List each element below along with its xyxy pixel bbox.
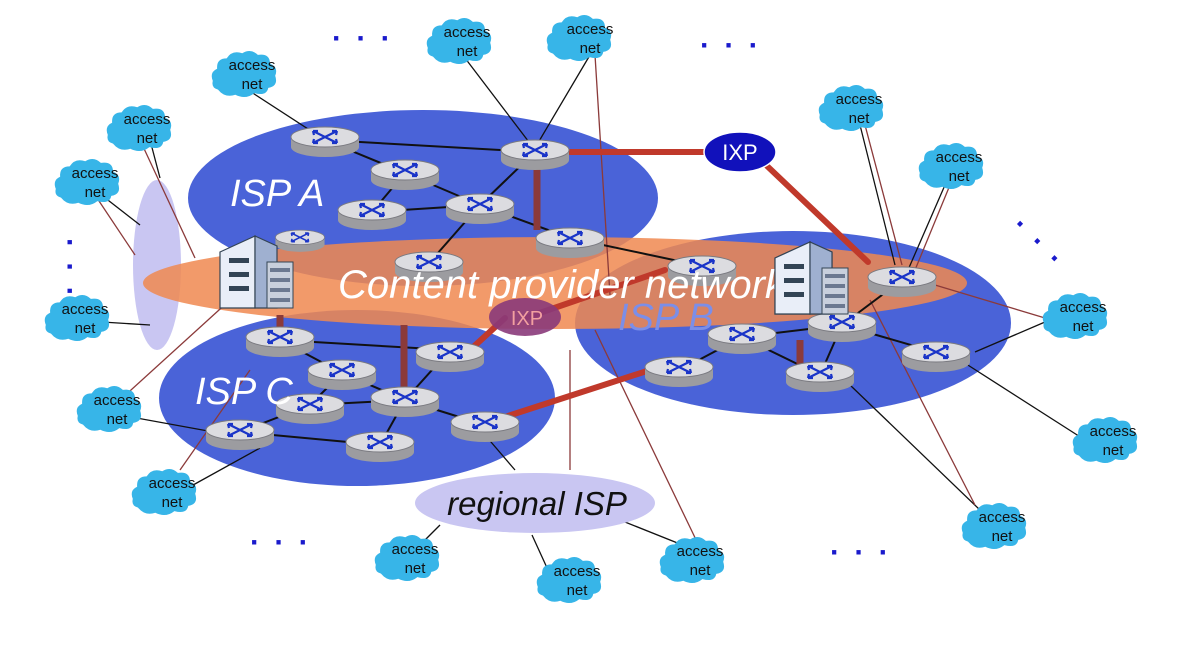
access-net: access net xyxy=(44,294,110,342)
router-icon xyxy=(866,265,938,299)
access-net-line1: access xyxy=(567,21,614,38)
ixp-top: IXP xyxy=(703,131,777,173)
access-net: access net xyxy=(106,104,172,152)
access-net: access net xyxy=(426,17,492,65)
router-icon xyxy=(369,385,441,419)
access-net-line1: access xyxy=(149,475,196,492)
access-net: access net xyxy=(1072,416,1138,464)
access-net-line1: access xyxy=(444,24,491,41)
access-net: access net xyxy=(76,385,142,433)
router-icon xyxy=(534,226,606,260)
access-net: access net xyxy=(818,84,884,132)
ixp-top-label: IXP xyxy=(722,140,757,165)
access-net-line2: net xyxy=(992,528,1014,545)
access-net: access net xyxy=(211,50,277,98)
isp-a-label: ISP A xyxy=(230,173,324,215)
access-net-line2: net xyxy=(107,411,129,428)
router-icon xyxy=(414,340,486,374)
router-icon xyxy=(643,355,715,389)
content-provider-label: Content provider network xyxy=(338,263,787,307)
access-net: access net xyxy=(54,158,120,206)
access-net-line1: access xyxy=(836,91,883,108)
access-net-line2: net xyxy=(162,494,184,511)
access-net-line2: net xyxy=(690,562,712,579)
access-net: access net xyxy=(1042,292,1108,340)
ellipsis: · · · xyxy=(1005,210,1072,277)
ellipsis: · · · xyxy=(250,526,312,559)
access-net-line2: net xyxy=(949,168,971,185)
ellipsis: · · · xyxy=(700,29,762,62)
access-net-line2: net xyxy=(137,130,159,147)
access-net: access net xyxy=(961,502,1027,550)
router-icon xyxy=(369,158,441,192)
access-net-line1: access xyxy=(554,563,601,580)
access-net-line2: net xyxy=(75,320,97,337)
access-net-line2: net xyxy=(580,40,602,57)
regional-isp-label: regional ISP xyxy=(447,485,627,522)
access-net-line2: net xyxy=(405,560,427,577)
access-net: access net xyxy=(918,142,984,190)
access-net-line2: net xyxy=(457,43,479,60)
router-icon xyxy=(244,325,316,359)
router-icon xyxy=(499,138,571,172)
ellipsis: · · · xyxy=(53,238,86,300)
router-icon xyxy=(449,410,521,444)
access-net-line1: access xyxy=(677,543,724,560)
router-icon xyxy=(344,430,416,464)
access-net-line1: access xyxy=(392,541,439,558)
access-net-line2: net xyxy=(1103,442,1125,459)
router-icon xyxy=(706,322,778,356)
access-net: access net xyxy=(536,556,602,604)
router-icon xyxy=(274,229,326,253)
access-net-line1: access xyxy=(229,57,276,74)
access-net-line2: net xyxy=(567,582,589,599)
isp-b-label: ISP B xyxy=(618,297,714,339)
router-icon xyxy=(306,358,378,392)
access-net-line1: access xyxy=(979,509,1026,526)
ixp-middle: IXP xyxy=(489,298,561,336)
content-provider-region xyxy=(143,237,967,329)
left-lavender-region xyxy=(133,180,181,350)
ellipsis: · · · xyxy=(332,22,394,55)
access-net-line2: net xyxy=(849,110,871,127)
router-icon xyxy=(204,418,276,452)
access-net-line2: net xyxy=(85,184,107,201)
access-net: access net xyxy=(659,536,725,584)
access-net-line1: access xyxy=(94,392,141,409)
access-net-line1: access xyxy=(72,165,119,182)
access-nets: access net access net access net access … xyxy=(44,14,1138,604)
ixp-middle-label: IXP xyxy=(511,308,543,330)
access-net-line1: access xyxy=(1090,423,1137,440)
router-icon xyxy=(784,360,856,394)
access-net: access net xyxy=(546,14,614,62)
regional-isp: regional ISP xyxy=(415,473,655,533)
router-icon xyxy=(289,125,361,159)
ellipsis: · · · xyxy=(830,536,892,569)
router-icon xyxy=(336,198,408,232)
access-net: access net xyxy=(131,468,197,516)
access-links xyxy=(69,54,1086,571)
access-net-line2: net xyxy=(242,76,264,93)
router-icon xyxy=(900,340,972,374)
access-net-line2: net xyxy=(1073,318,1095,335)
isp-c-label: ISP C xyxy=(195,371,293,413)
access-net-line1: access xyxy=(124,111,171,128)
access-net-line1: access xyxy=(1060,299,1107,316)
router-icon xyxy=(806,310,878,344)
router-icon xyxy=(444,192,516,226)
access-net-line1: access xyxy=(62,301,109,318)
access-net: access net xyxy=(374,534,440,582)
access-net-line1: access xyxy=(936,149,983,166)
